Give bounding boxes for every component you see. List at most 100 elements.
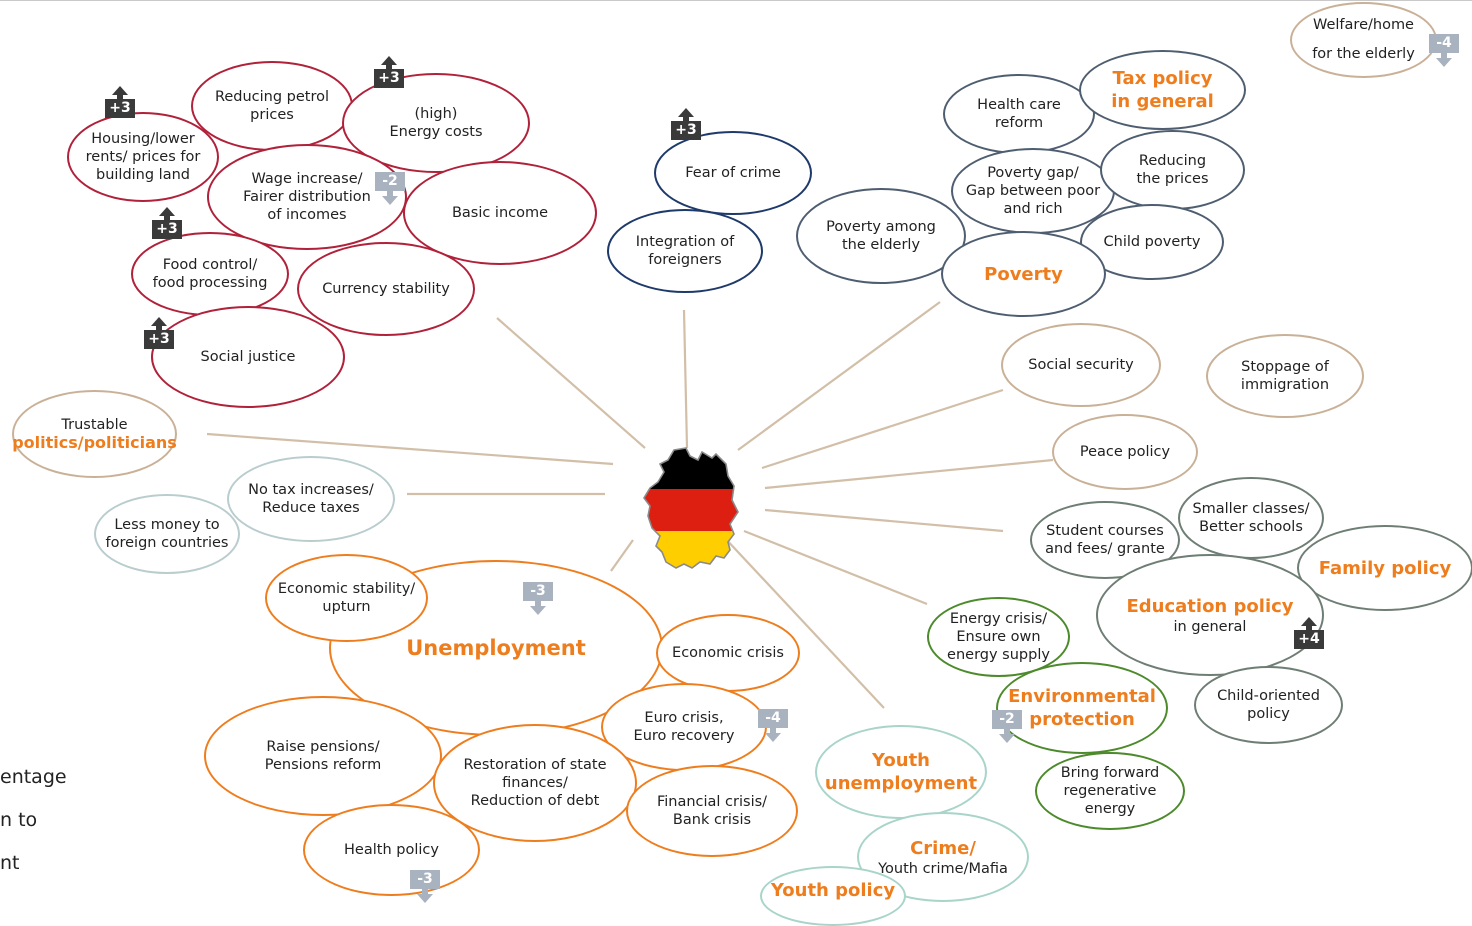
- arrow-up-icon: [1301, 617, 1317, 626]
- bubble-financial: Financial crisis/ Bank crisis: [626, 765, 798, 857]
- delta-wage-value: -2: [375, 172, 405, 191]
- connector-line: [722, 535, 885, 709]
- connector-line: [743, 529, 928, 606]
- bubble-tax-policy-label: Tax policy in general: [1111, 68, 1214, 112]
- connector-line: [764, 458, 1054, 490]
- bubble-currency: Currency stability: [297, 242, 475, 336]
- arrow-down-icon: [999, 734, 1015, 743]
- bubble-basic-income-label: Basic income: [451, 205, 549, 221]
- delta-euro: -4: [758, 709, 788, 742]
- bubble-regenerative: Bring forward regenerative energy: [1035, 752, 1185, 830]
- bubble-social-security: Social security: [1001, 323, 1161, 407]
- bubble-smaller-classes: Smaller classes/ Better schools: [1178, 477, 1324, 559]
- bubble-fear-of-crime: Fear of crime: [654, 131, 812, 215]
- arrow-down-icon: [417, 894, 433, 903]
- bubble-health-care-label: Health care reform: [977, 97, 1061, 131]
- delta-social-justice: +3: [144, 317, 174, 349]
- bubble-youth-policy-label: Youth policy: [770, 879, 896, 901]
- bubble-energy-costs: (high) Energy costs: [342, 73, 530, 173]
- delta-food-value: +3: [152, 220, 182, 239]
- bubble-crime: Crime/ Youth crime/Mafia: [857, 812, 1029, 902]
- bubble-econ-crisis-label: Economic crisis: [672, 645, 784, 661]
- connector-line: [737, 301, 941, 451]
- bubble-tax-policy: Tax policy in general: [1079, 50, 1246, 130]
- arrow-up-icon: [112, 86, 128, 95]
- delta-energy-costs: +3: [374, 56, 404, 88]
- bubble-student-label: Student courses and fees/ grante: [1045, 523, 1165, 557]
- top-rule: [0, 0, 1472, 1]
- bubble-energy-crisis: Energy crisis/ Ensure own energy supply: [927, 597, 1070, 677]
- bubble-housing: Housing/lower rents/ prices for building…: [67, 112, 219, 202]
- bubble-regenerative-label: Bring forward regenerative energy: [1060, 765, 1160, 817]
- bubble-energy-crisis-label: Energy crisis/ Ensure own energy supply: [947, 611, 1050, 663]
- bubble-no-tax-label: No tax increases/ Reduce taxes: [248, 482, 374, 516]
- bubble-food-label: Food control/ food processing: [152, 257, 268, 291]
- bubble-petrol: Reducing petrol prices: [191, 61, 353, 151]
- bubble-smaller-classes-label: Smaller classes/ Better schools: [1192, 501, 1310, 535]
- bubble-petrol-label: Reducing petrol prices: [214, 89, 330, 123]
- bubble-reducing-prices: Reducing the prices: [1100, 130, 1245, 210]
- bubble-youth-unemployment: Youth unemployment: [815, 725, 987, 819]
- legend-fragment-line-1: entage: [0, 766, 67, 788]
- delta-env: -2: [992, 710, 1022, 743]
- bubble-poverty-label: Poverty: [984, 263, 1063, 285]
- bubble-child-poverty: Child poverty: [1080, 204, 1224, 280]
- bubble-econ-crisis: Economic crisis: [656, 614, 800, 692]
- bubble-pensions: Raise pensions/ Pensions reform: [204, 696, 442, 816]
- bubble-education: Education policy in general: [1096, 554, 1324, 676]
- legend-fragment-line-3: nt: [0, 852, 20, 874]
- delta-housing-value: +3: [105, 99, 135, 118]
- bubble-unemployment-label: Unemployment: [406, 636, 586, 660]
- bubble-pensions-label: Raise pensions/ Pensions reform: [264, 739, 382, 773]
- connector-line: [682, 309, 689, 449]
- bubble-child-poverty-label: Child poverty: [1103, 234, 1201, 250]
- bubble-peace-label: Peace policy: [1079, 444, 1171, 460]
- bubble-less-money: Less money to foreign countries: [94, 494, 240, 574]
- bubble-education-sublabel: in general: [1173, 618, 1247, 635]
- bubble-no-tax: No tax increases/ Reduce taxes: [227, 456, 395, 542]
- bubble-food: Food control/ food processing: [131, 232, 289, 316]
- bubble-integration-label: Integration of foreigners: [635, 234, 735, 268]
- delta-unemployment-value: -3: [523, 582, 553, 601]
- bubble-social-justice: Social justice: [151, 306, 345, 408]
- bubble-social-security-label: Social security: [1028, 357, 1134, 373]
- delta-unemployment: -3: [523, 582, 553, 615]
- bubble-crime-label: Crime/: [910, 837, 976, 859]
- connector-line: [764, 508, 1004, 533]
- delta-education-value: +4: [1294, 630, 1324, 649]
- bubble-social-justice-label: Social justice: [200, 349, 296, 365]
- arrow-down-icon: [530, 606, 546, 615]
- delta-env-value: -2: [992, 710, 1022, 729]
- bubble-child-oriented: Child-oriented policy: [1194, 666, 1343, 744]
- bubble-environmental: Environmental protection: [996, 662, 1168, 754]
- bubble-youth-policy: Youth policy: [760, 866, 906, 926]
- connector-line: [761, 388, 1004, 470]
- delta-energy-costs-value: +3: [374, 69, 404, 88]
- bubble-reducing-prices-label: Reducing the prices: [1136, 153, 1209, 187]
- bubble-poverty-gap-label: Poverty gap/ Gap between poor and rich: [965, 165, 1101, 217]
- arrow-up-icon: [159, 207, 175, 216]
- bubble-financial-label: Financial crisis/ Bank crisis: [656, 794, 768, 828]
- bubble-wage-label: Wage increase/ Fairer distribution of in…: [243, 171, 371, 223]
- bubble-family-label: Family policy: [1318, 557, 1452, 579]
- bubble-child-oriented-label: Child-oriented policy: [1217, 688, 1320, 722]
- delta-education: +4: [1294, 617, 1324, 649]
- bubble-euro-label: Euro crisis, Euro recovery: [633, 710, 735, 744]
- bubble-restoration-label: Restoration of state finances/ Reduction…: [463, 757, 607, 809]
- bubble-environmental-label: Environmental protection: [1008, 686, 1156, 730]
- delta-welfare: -4: [1429, 34, 1459, 67]
- bubble-peace: Peace policy: [1052, 414, 1198, 490]
- bubble-econ-stability-label: Economic stability/ upturn: [277, 581, 416, 615]
- bubble-restoration: Restoration of state finances/ Reduction…: [433, 724, 637, 842]
- bubble-wage: Wage increase/ Fairer distribution of in…: [207, 144, 407, 250]
- bubble-family: Family policy: [1297, 525, 1472, 611]
- bubble-welfare-label: Welfare/home for the elderly: [1312, 17, 1415, 62]
- bubble-currency-label: Currency stability: [322, 281, 450, 297]
- bubble-welfare: Welfare/home for the elderly: [1290, 2, 1437, 78]
- delta-welfare-value: -4: [1429, 34, 1459, 53]
- bubble-stoppage: Stoppage of immigration: [1206, 334, 1364, 418]
- bubble-crime-sublabel: Youth crime/Mafia: [878, 860, 1008, 877]
- legend-fragment-line-2: n to: [0, 809, 38, 831]
- bubble-youth-unemployment-label: Youth unemployment: [824, 750, 978, 794]
- bubble-trustable-highlight: politics/politicians: [12, 433, 177, 452]
